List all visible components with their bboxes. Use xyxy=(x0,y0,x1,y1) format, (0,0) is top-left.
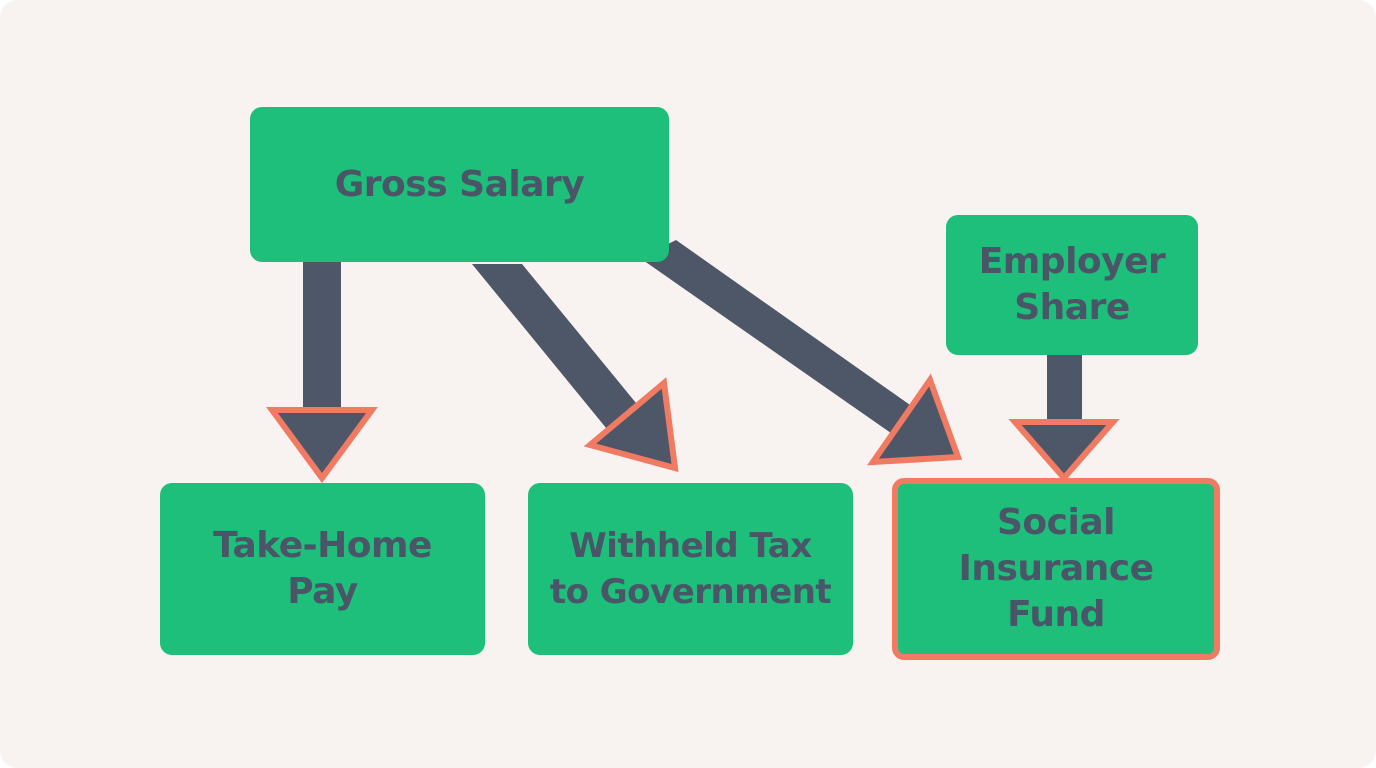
arrow-head xyxy=(583,377,679,473)
take-home-pay-node: Take-Home Pay xyxy=(160,483,485,655)
arrow-head xyxy=(1008,419,1120,483)
employer-share-label: Employer Share xyxy=(978,241,1166,328)
arrow-head xyxy=(266,407,378,484)
arrow-shaft xyxy=(640,240,920,438)
gross-salary-node: Gross Salary xyxy=(250,107,669,262)
arrow-shaft xyxy=(472,264,650,445)
arrow-gross-to-tax xyxy=(472,264,679,473)
withheld-tax-label: Withheld Tax to Government xyxy=(549,526,832,612)
take-home-pay-label: Take-Home Pay xyxy=(213,525,432,612)
withheld-tax-node: Withheld Tax to Government xyxy=(528,483,853,655)
arrow-shaft xyxy=(303,255,341,415)
arrow-gross-to-takehome xyxy=(266,255,378,484)
employer-share-node: Employer Share xyxy=(946,215,1198,355)
social-insurance-fund-node: Social Insurance Fund xyxy=(892,478,1220,660)
arrow-head xyxy=(867,373,963,466)
arrow-gross-to-social xyxy=(640,240,963,466)
gross-salary-label: Gross Salary xyxy=(334,163,585,205)
arrow-shaft xyxy=(1047,350,1082,425)
arrow-employer-to-social xyxy=(1008,350,1120,483)
social-insurance-fund-label: Social Insurance Fund xyxy=(958,502,1154,635)
